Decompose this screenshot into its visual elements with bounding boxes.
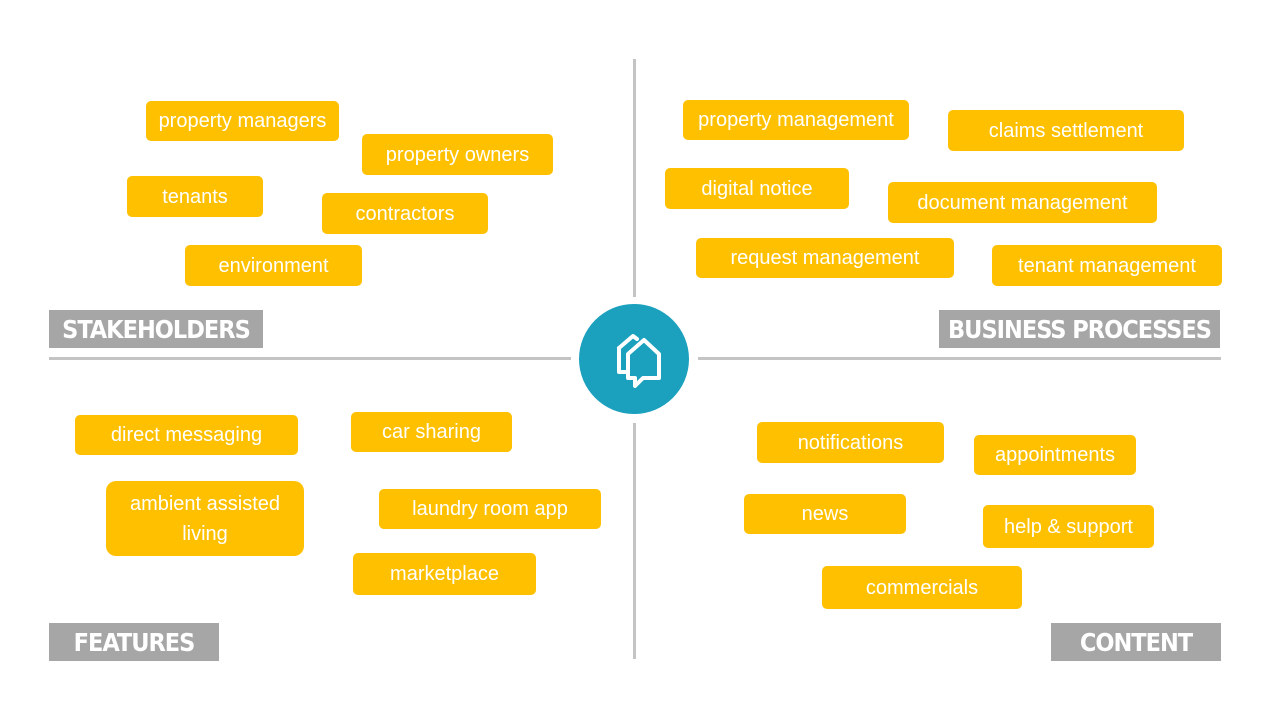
- stakeholder-tag: tenants: [127, 176, 263, 217]
- feature-tag: marketplace: [353, 553, 536, 595]
- content-tag: help & support: [983, 505, 1154, 548]
- vertical-divider-top: [633, 59, 636, 297]
- center-logo: [579, 304, 689, 414]
- feature-tag: car sharing: [351, 412, 512, 452]
- stakeholder-tag: contractors: [322, 193, 488, 234]
- feature-tag: laundry room app: [379, 489, 601, 529]
- horizontal-divider-right: [698, 357, 1221, 360]
- business-process-tag: document management: [888, 182, 1157, 223]
- content-tag: commercials: [822, 566, 1022, 609]
- content-tag: appointments: [974, 435, 1136, 475]
- horizontal-divider-left: [49, 357, 571, 360]
- business-process-tag: tenant management: [992, 245, 1222, 286]
- feature-tag: direct messaging: [75, 415, 298, 455]
- stakeholder-tag: property managers: [146, 101, 339, 141]
- business-process-tag: claims settlement: [948, 110, 1184, 151]
- house-speech-bubble-icon: [617, 334, 661, 388]
- content-label: CONTENT: [1051, 623, 1221, 661]
- business-process-tag: request management: [696, 238, 954, 278]
- business-process-tag: digital notice: [665, 168, 849, 209]
- vertical-divider-bottom: [633, 423, 636, 659]
- stakeholders-label: STAKEHOLDERS: [49, 310, 263, 348]
- feature-tag: ambient assisted living: [106, 481, 304, 556]
- business-process-tag: property management: [683, 100, 909, 140]
- content-tag: news: [744, 494, 906, 534]
- business-processes-label: BUSINESS PROCESSES: [939, 310, 1220, 348]
- features-label: FEATURES: [49, 623, 219, 661]
- stakeholder-tag: environment: [185, 245, 362, 286]
- content-tag: notifications: [757, 422, 944, 463]
- stakeholder-tag: property owners: [362, 134, 553, 175]
